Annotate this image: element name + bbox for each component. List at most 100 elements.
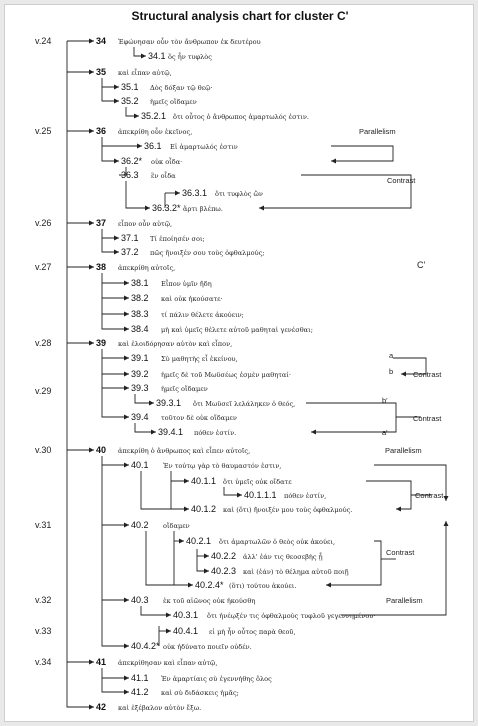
node-number-41: 41 bbox=[96, 657, 106, 667]
node-text-39-3: ἡμεῖς οἴδαμεν bbox=[161, 384, 208, 393]
annotation-par403: Parallelism bbox=[386, 596, 423, 605]
arrow-35-1 bbox=[114, 84, 119, 90]
node-text-38: ἀπεκρίθη αὐτοῖς, bbox=[118, 263, 175, 272]
node-text-40-1-1-1: πόθεν ἐστίν, bbox=[284, 491, 326, 500]
spine-41 bbox=[101, 668, 129, 693]
node-text-40-4-2s: οὐκ ἠδύνατο ποιεῖν οὐδέν. bbox=[163, 643, 252, 651]
arrow-37-1 bbox=[114, 235, 119, 241]
arrow-40-2 bbox=[124, 522, 129, 528]
node-number-40-3: 40.3 bbox=[131, 595, 149, 605]
link-39-3-1 bbox=[134, 394, 154, 404]
bracket-contrast-39a bbox=[393, 357, 427, 375]
arrow-40-3-1 bbox=[166, 612, 171, 618]
node-number-42: 42 bbox=[96, 702, 106, 712]
node-text-42: καὶ ἐξέβαλον αὐτὸν ἔξω. bbox=[118, 703, 201, 712]
node-text-40-2-3: καὶ (ἐάν) τὸ θέλημα αὐτοῦ ποιῇ bbox=[243, 567, 349, 577]
arrow-41-2 bbox=[124, 689, 129, 695]
arrow-39-1 bbox=[124, 355, 129, 361]
arrow-39-3-1 bbox=[149, 400, 154, 406]
node-number-38-3: 38.3 bbox=[131, 309, 149, 319]
annotation-a2: a' bbox=[382, 428, 388, 437]
arrow-35-2 bbox=[114, 98, 119, 104]
arrow-42 bbox=[89, 704, 94, 710]
node-text-36-3: ἓν οἶδα bbox=[151, 170, 176, 180]
arrow-contrast-36 bbox=[259, 205, 264, 211]
node-number-40-2-3: 40.2.3 bbox=[211, 566, 236, 576]
node-text-35: καὶ εἶπαν αὐτῷ, bbox=[118, 67, 172, 77]
bracket-contrast-36 bbox=[259, 174, 412, 209]
node-number-34-1: 34.1 bbox=[148, 51, 166, 61]
arrow-40-2-4 bbox=[188, 582, 193, 588]
arrow-34-1 bbox=[141, 53, 146, 59]
node-number-39-3: 39.3 bbox=[131, 383, 149, 393]
arrow-40-2-2 bbox=[204, 553, 209, 559]
verse-label-v28: v.28 bbox=[35, 338, 51, 348]
arrow-38 bbox=[89, 264, 94, 270]
node-number-40-1-1: 40.1.1 bbox=[191, 476, 216, 486]
arrow-36-2 bbox=[114, 158, 119, 164]
node-text-40-2-2: ἀλλ' ἐάν τις θεοσεβὴς ᾖ bbox=[243, 552, 323, 562]
annotation-b2: b' bbox=[382, 396, 388, 405]
arrow-35 bbox=[89, 69, 94, 75]
arrow-37 bbox=[89, 220, 94, 226]
node-number-36-1: 36.1 bbox=[144, 141, 162, 151]
node-number-39-2: 39.2 bbox=[131, 369, 149, 379]
annotation-con36: Contrast bbox=[387, 176, 416, 185]
bracket-parallelism-36 bbox=[331, 145, 394, 162]
annotation-con39b: Contrast bbox=[413, 414, 442, 423]
arrow-parallelism-40-3 bbox=[443, 521, 449, 526]
spine-37 bbox=[101, 229, 119, 253]
node-text-38-1: Εἶπον ὑμῖν ἤδη bbox=[161, 278, 212, 288]
node-text-41: ἀπεκρίθησαν καὶ εἶπαν αὐτῷ, bbox=[118, 657, 218, 667]
node-text-40-2-4s: (ὅτι) τούτου ἀκούει. bbox=[229, 581, 296, 590]
node-number-40-4-1: 40.4.1 bbox=[173, 626, 198, 636]
arrow-contrast-39a bbox=[401, 371, 406, 377]
node-text-38-3: τί πάλιν θέλετε ἀκούειν; bbox=[161, 310, 244, 319]
node-text-35-1: Δὸς δόξαν τῷ θεῷ· bbox=[150, 84, 213, 92]
node-text-40-4-1: εἰ μὴ ἦν οὗτος παρὰ θεοῦ, bbox=[209, 626, 296, 636]
bracket-contrast-40 bbox=[366, 480, 412, 510]
node-text-40-1-1: ὅτι ὑμεῖς οὐκ οἴδατε bbox=[223, 477, 292, 486]
node-number-39-4-1: 39.4.1 bbox=[158, 427, 183, 437]
cluster-side-label: C' bbox=[417, 260, 425, 270]
arrow-39-3 bbox=[124, 385, 129, 391]
node-number-38-1: 38.1 bbox=[131, 278, 149, 288]
node-number-36-3-2s: 36.3.2* bbox=[152, 203, 181, 213]
arrow-parallelism-40 bbox=[443, 496, 449, 501]
link-35-2-1 bbox=[125, 107, 139, 117]
annotation-par40: Parallelism bbox=[385, 446, 422, 455]
node-number-35-2: 35.2 bbox=[121, 96, 139, 106]
node-number-36: 36 bbox=[96, 126, 106, 136]
node-text-37-1: Τί ἐποίησέν σοι; bbox=[150, 234, 205, 243]
arrow-contrast-40 bbox=[396, 506, 401, 512]
node-text-40-2-1: ὅτι ἁμαρτωλῶν ὁ θεὸς οὐκ ἀκούει, bbox=[219, 537, 335, 546]
arrow-38-1 bbox=[124, 280, 129, 286]
node-number-37-2: 37.2 bbox=[121, 247, 139, 257]
structure-diagram: v.24v.25v.26v.27v.28v.29v.30v.31v.32v.33… bbox=[35, 36, 449, 712]
verse-label-v34: v.34 bbox=[35, 657, 51, 667]
verse-label-v30: v.30 bbox=[35, 445, 51, 455]
verse-label-v31: v.31 bbox=[35, 520, 51, 530]
arrow-40-1-2 bbox=[184, 506, 189, 512]
node-number-40-2-2: 40.2.2 bbox=[211, 551, 236, 561]
chart-title: Structural analysis chart for cluster C' bbox=[131, 9, 349, 23]
node-number-40-2-1: 40.2.1 bbox=[186, 536, 211, 546]
verse-label-v26: v.26 bbox=[35, 218, 51, 228]
node-text-39-4-1: πόθεν ἐστίν. bbox=[194, 428, 236, 437]
link-40-1-1-1 bbox=[223, 487, 242, 496]
arrow-36 bbox=[89, 128, 94, 134]
annotation-con402: Contrast bbox=[386, 548, 415, 557]
node-number-37-1: 37.1 bbox=[121, 233, 139, 243]
node-text-35-2-1: ὅτι οὗτος ὁ ἄνθρωπος ἁμαρτωλός ἐστιν. bbox=[173, 111, 309, 121]
node-text-40-1: Ἐν τούτῳ γὰρ τὸ θαυμαστόν ἐστιν, bbox=[163, 461, 281, 470]
spine-main bbox=[66, 41, 94, 708]
node-text-39: καὶ ἐλοιδόρησαν αὐτὸν καὶ εἶπον, bbox=[118, 338, 232, 348]
annotation-a1: a bbox=[389, 351, 394, 360]
node-number-39-1: 39.1 bbox=[131, 353, 149, 363]
node-number-35-1: 35.1 bbox=[121, 82, 139, 92]
spine-40-2 bbox=[145, 531, 193, 586]
node-number-40-3-1: 40.3.1 bbox=[173, 610, 198, 620]
arrow-36-3-1 bbox=[175, 190, 180, 196]
node-number-40-1-1-1: 40.1.1.1 bbox=[244, 490, 277, 500]
node-text-34-1: ὃς ἦν τυφλὸς bbox=[168, 52, 212, 61]
